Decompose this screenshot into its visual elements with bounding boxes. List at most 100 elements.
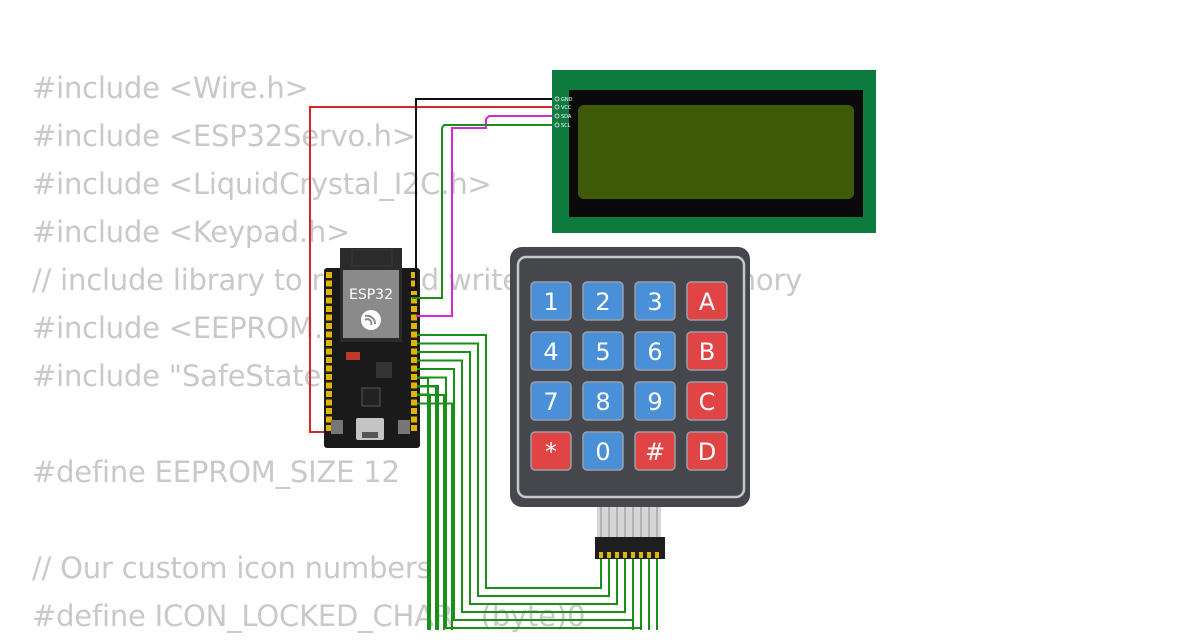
header-pin [411, 408, 417, 414]
wire-scl [412, 124, 552, 299]
header-pin [411, 340, 417, 346]
keypad-key[interactable]: 7 [530, 381, 572, 421]
keypad-key[interactable]: 4 [530, 331, 572, 371]
keypad-key[interactable]: 8 [582, 381, 624, 421]
header-pin [326, 280, 332, 287]
keypad-ribbon [597, 507, 661, 537]
esp32-label: ESP32 [349, 287, 393, 303]
key-cap [582, 381, 624, 421]
key-cap [530, 281, 572, 321]
header-pin [411, 289, 417, 295]
boot-button[interactable] [331, 420, 343, 434]
keypad-key[interactable]: # [634, 431, 676, 471]
lcd-display[interactable]: GND VCC SDA SCL [552, 70, 876, 233]
code-line: #include <Keypad.h> [32, 215, 351, 249]
header-pin [326, 348, 332, 355]
lcd-pin-scl [554, 122, 560, 128]
keypad-wire [417, 377, 429, 630]
keypad-connector [595, 537, 665, 559]
header-pin [326, 416, 332, 423]
keypad-key[interactable]: D [686, 431, 728, 471]
key-label: 5 [595, 338, 610, 366]
lcd-pin-sda [554, 113, 560, 119]
header-pin [411, 314, 417, 321]
key-cap [686, 331, 728, 371]
header-pin [326, 297, 332, 304]
key-cap [634, 331, 676, 371]
header-pin [411, 382, 417, 389]
key-label: * [545, 438, 557, 466]
key-cap [530, 331, 572, 371]
esp32-board[interactable]: ESP32 [324, 248, 420, 448]
code-line: #include <Wire.h> [32, 71, 309, 105]
keypad-key[interactable]: * [530, 431, 572, 471]
header-pin [326, 357, 332, 363]
code-line: #include <ESP32Servo.h> [32, 119, 416, 153]
keypad-key[interactable]: 6 [634, 331, 676, 371]
code-line: #include <LiquidCrystal_I2C.h> [32, 167, 492, 201]
header-pin [326, 306, 332, 312]
keypad-key[interactable]: 2 [582, 281, 624, 321]
antenna-trace [351, 249, 393, 267]
en-button[interactable] [398, 420, 410, 434]
lcd-screen [578, 105, 854, 199]
connector-pin [647, 552, 651, 558]
header-pin [411, 365, 417, 372]
keypad-key[interactable]: 9 [634, 381, 676, 421]
code-listing: #include <Wire.h> #include <ESP32Servo.h… [32, 64, 802, 640]
connector-pin [631, 552, 635, 558]
header-pin [411, 306, 417, 312]
connector-pin [607, 552, 611, 558]
esp32-left-header [326, 272, 332, 431]
key-cap [634, 381, 676, 421]
header-pin [326, 331, 332, 338]
header-pin [326, 323, 332, 329]
key-label: 9 [647, 388, 662, 416]
header-pin [326, 314, 332, 321]
key-label: B [699, 338, 715, 366]
key-label: 7 [543, 388, 558, 416]
keypad-key[interactable]: 1 [530, 281, 572, 321]
key-cap [686, 281, 728, 321]
keypad-wire [417, 385, 437, 630]
connector-pin [615, 552, 619, 558]
key-label: # [645, 438, 665, 466]
key-cap [530, 431, 572, 471]
header-pin [411, 272, 417, 278]
key-label: C [699, 388, 716, 416]
key-label: 1 [543, 288, 558, 316]
connector-pin [655, 552, 659, 558]
wires [309, 98, 552, 433]
keypad-wire [417, 334, 602, 589]
header-pin [326, 425, 332, 431]
lcd-pin-vcc [554, 104, 560, 110]
keypad-key[interactable]: 0 [582, 431, 624, 471]
keypad-key[interactable]: C [686, 381, 728, 421]
key-label: A [699, 288, 716, 316]
keypad-wire [417, 394, 445, 630]
keypad-key[interactable]: 3 [634, 281, 676, 321]
key-cap [582, 431, 624, 471]
header-pin [326, 374, 332, 380]
header-pin [326, 399, 332, 406]
header-pin [326, 340, 332, 346]
code-line: #define EEPROM_SIZE 12 [32, 455, 400, 489]
connector-pin [599, 552, 603, 558]
header-pin [411, 425, 417, 431]
keypad-wire [417, 359, 626, 613]
header-pin [411, 348, 417, 355]
key-cap [582, 331, 624, 371]
esp32-led [346, 352, 360, 360]
keypad-key[interactable]: 5 [582, 331, 624, 371]
key-label: 4 [543, 338, 558, 366]
connector-pin [639, 552, 643, 558]
header-pin [411, 374, 417, 380]
usb-port-slot [362, 432, 378, 438]
key-label: 0 [595, 438, 610, 466]
keypad-key[interactable]: B [686, 331, 728, 371]
header-pin [411, 280, 417, 287]
keypad-key[interactable]: A [686, 281, 728, 321]
header-pin [411, 399, 417, 406]
